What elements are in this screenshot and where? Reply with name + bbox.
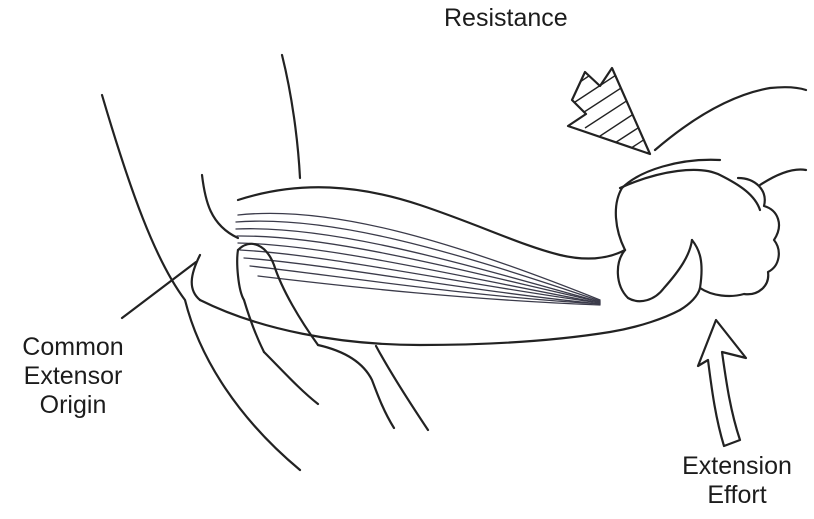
origin-label-line: Common [8, 333, 138, 362]
resistance-label: Resistance [444, 4, 568, 33]
muscle-fiber [236, 229, 600, 302]
extensor-muscle-fibers [236, 213, 600, 305]
origin-label-line: Extensor [8, 362, 138, 391]
resistance-arrow [560, 40, 685, 166]
resisting-arm-top [655, 87, 806, 150]
effort-label-line: Effort [662, 481, 812, 510]
finger-crease [692, 240, 702, 288]
thumb [618, 240, 692, 301]
elbow-outline [202, 175, 238, 238]
resistance-arrow-shape [568, 68, 650, 154]
examiner-finger-line [376, 346, 428, 430]
muscle-fiber [240, 250, 600, 303]
extension-effort-arrow [698, 320, 746, 446]
forearm-bottom-edge [200, 300, 680, 345]
wrist-bottom [680, 288, 700, 310]
origin-pointer-line [122, 262, 196, 318]
resisting-arm-bottom [760, 170, 806, 185]
extension-effort-label: Extension Effort [662, 452, 812, 510]
examiner-palm-line [264, 352, 318, 404]
upper-arm-back-outline [282, 55, 300, 178]
effort-label-line: Extension [662, 452, 812, 481]
common-extensor-origin-label: Common Extensor Origin [8, 333, 138, 420]
knuckles [700, 178, 779, 296]
examiner-thumb [237, 250, 264, 352]
origin-label-line: Origin [8, 391, 138, 420]
